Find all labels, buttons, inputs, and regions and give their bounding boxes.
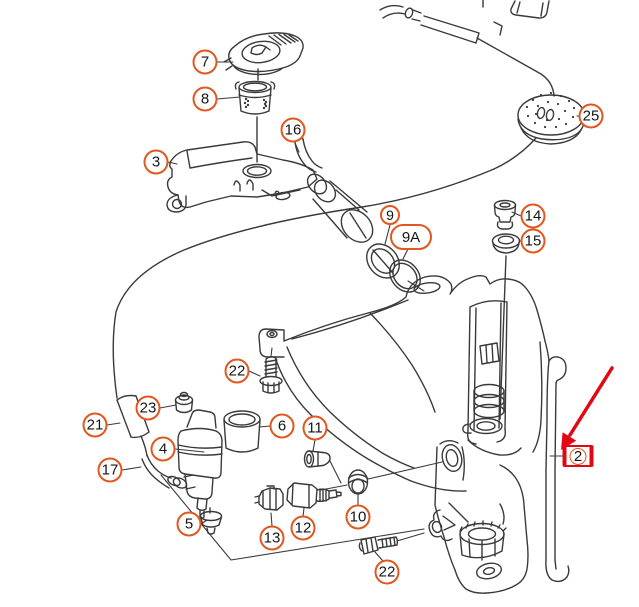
bolt-22-lower (358, 532, 425, 555)
callout-15[interactable]: 15 (520, 228, 546, 254)
valve-14 (493, 199, 517, 230)
callout-11-label: 11 (307, 419, 323, 437)
sensor-12 (286, 482, 342, 509)
callout-4[interactable]: 4 (150, 436, 176, 462)
callout-2-highlighted[interactable]: 2 (562, 445, 594, 467)
washer-hose-top-fragments (379, 0, 555, 97)
callout-22-lower[interactable]: 22 (374, 559, 400, 585)
strainer-8 (234, 68, 276, 163)
sleeve-6 (223, 410, 261, 453)
callout-4-label: 4 (158, 440, 168, 458)
callout-7-label: 7 (200, 53, 210, 71)
callout-16[interactable]: 16 (280, 117, 306, 143)
callout-21-label: 21 (86, 416, 104, 434)
callout-5[interactable]: 5 (176, 511, 202, 537)
seal-ring-10 (347, 469, 369, 495)
callout-8[interactable]: 8 (192, 86, 218, 112)
highlight-arrow (561, 366, 614, 450)
connector-13 (254, 485, 284, 511)
reservoir-cap-7 (223, 32, 304, 76)
callout-23-label: 23 (139, 399, 157, 417)
pump-axis-line (160, 474, 425, 561)
bracket-3 (166, 141, 318, 213)
callout-15-label: 15 (524, 232, 542, 250)
reservoir-port (441, 444, 463, 472)
callout-23[interactable]: 23 (135, 395, 161, 421)
callout-8-label: 8 (200, 90, 210, 108)
callout-leader-lines (106, 61, 586, 562)
callout-2-label: 2 (573, 447, 583, 465)
bolt-22-upper (259, 347, 283, 394)
callout-10-label: 10 (349, 508, 367, 526)
callout-7[interactable]: 7 (192, 49, 218, 75)
reservoir-2 (258, 275, 570, 594)
callout-22-upper[interactable]: 22 (224, 358, 250, 384)
callout-17-label: 17 (101, 461, 119, 479)
washer-pump-4 (177, 409, 223, 519)
callout-14[interactable]: 14 (520, 203, 546, 229)
grommet-5 (199, 507, 223, 535)
filler-neck (306, 173, 374, 243)
callout-5-label: 5 (184, 515, 194, 533)
callout-9a[interactable]: 9A (390, 224, 432, 250)
callout-12-label: 12 (294, 519, 312, 537)
callout-10[interactable]: 10 (345, 504, 371, 530)
callout-16-label: 16 (284, 121, 302, 139)
grommet-cap-25 (493, 91, 585, 170)
callout-11[interactable]: 11 (302, 415, 328, 441)
callout-22-upper-label: 22 (228, 362, 246, 380)
callout-22-lower-label: 22 (378, 563, 396, 581)
washer-hose-long (112, 168, 495, 399)
plug-11 (303, 450, 342, 484)
cap-23 (174, 391, 194, 414)
callout-13[interactable]: 13 (259, 525, 285, 551)
callout-25-label: 25 (582, 107, 600, 125)
callout-9a-label: 9A (401, 228, 421, 246)
callout-3-label: 3 (151, 153, 161, 171)
callout-9-label: 9 (386, 207, 394, 223)
callout-25[interactable]: 25 (578, 103, 604, 129)
seal-ring-9a (389, 259, 425, 293)
callout-6-label: 6 (277, 417, 287, 435)
callout-12[interactable]: 12 (290, 515, 316, 541)
callout-21[interactable]: 21 (82, 412, 108, 438)
sensor-axis-line (320, 461, 443, 491)
callout-17[interactable]: 17 (97, 457, 123, 483)
callout-13-label: 13 (263, 529, 281, 547)
callout-14-label: 14 (524, 207, 542, 225)
callout-6[interactable]: 6 (269, 413, 295, 439)
callout-3[interactable]: 3 (143, 149, 169, 175)
callout-9[interactable]: 9 (380, 205, 400, 225)
